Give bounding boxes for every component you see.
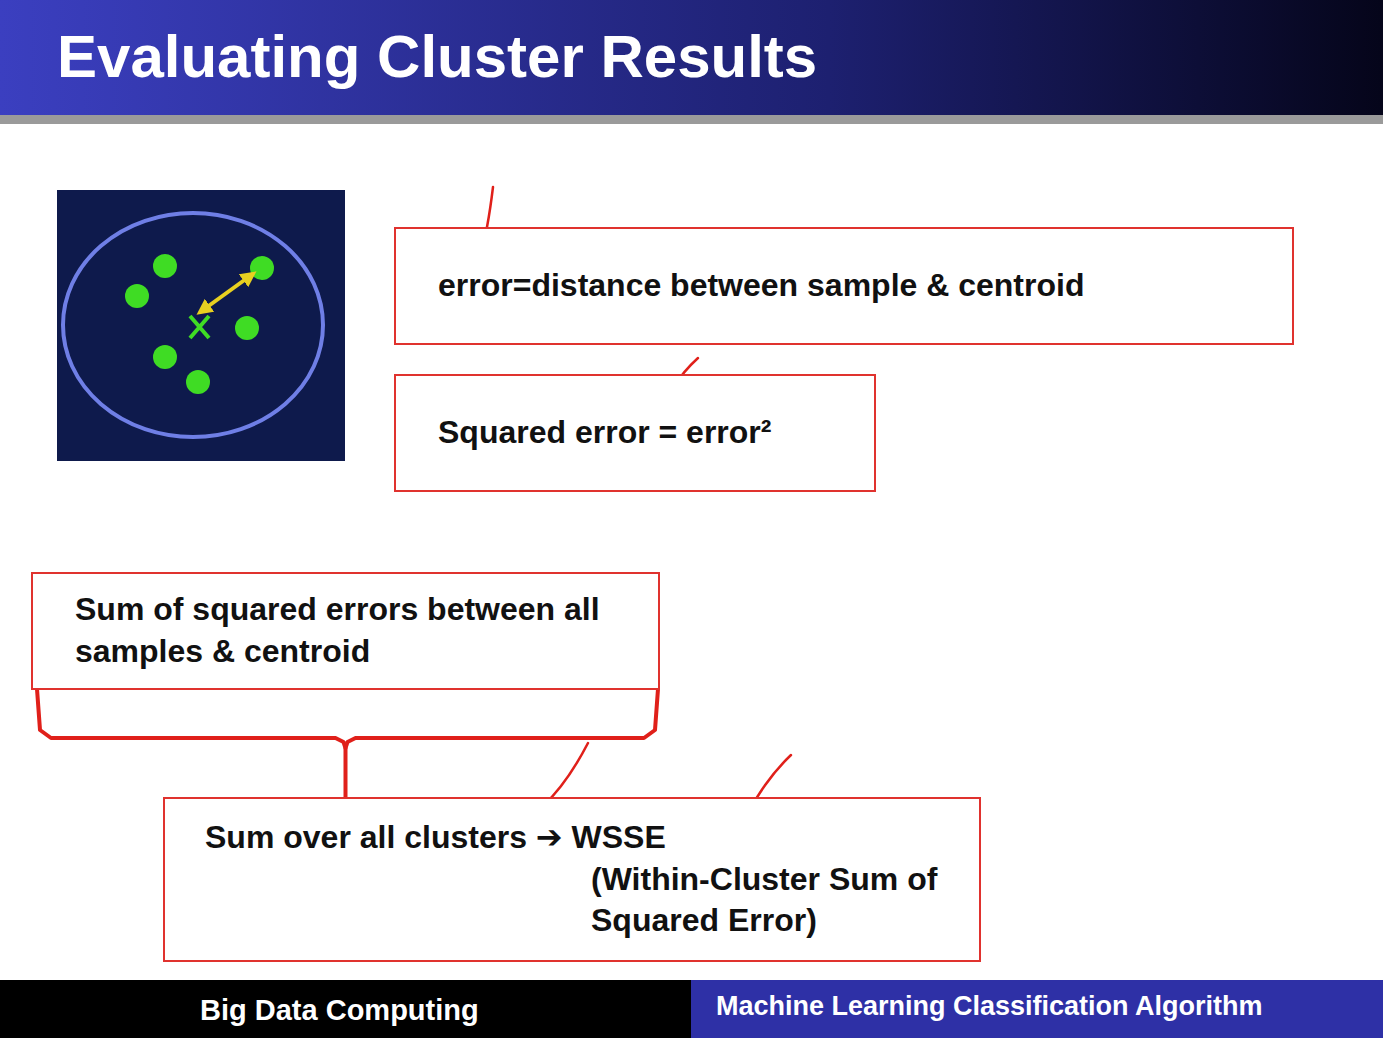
sample-dot [235,316,259,340]
cluster-illustration [57,190,345,461]
sample-dot [186,370,210,394]
title-shadow [0,115,1383,124]
text-box: Sum over all clusters ➔ WSSE(Within-Clus… [163,797,981,962]
footer-right-bar [691,980,1383,1038]
text-box: Sum of squared errors between all sample… [31,572,660,690]
distance-arrow [203,276,250,310]
sample-dot [250,256,274,280]
illustration-ground [57,190,345,461]
title-bar [0,0,1383,115]
footer-left-bar [0,980,691,1038]
box-text: Sum over all clusters ➔ WSSE [205,817,959,859]
footer-label: Big Data Computing [200,994,479,1027]
bracket-stroke [37,689,346,797]
bracket-connector [37,689,658,797]
cluster-outline [63,213,323,437]
box-text: error=distance between sample & centroid [438,265,1272,307]
box-text: Squared error = error² [438,412,854,454]
sample-dot [153,345,177,369]
bracket-stroke [346,689,659,748]
text-box: Squared error = error² [394,374,876,492]
slide-title: Evaluating Cluster Results [57,22,817,91]
box-text: Sum of squared errors between all sample… [75,589,635,672]
sample-dots [125,254,274,394]
footer-label: Machine Learning Classification Algorith… [716,991,1263,1022]
text-box: error=distance between sample & centroid [394,227,1294,345]
centroid-mark [190,316,209,338]
sample-dot [153,254,177,278]
sample-dot [125,284,149,308]
box-subtext: (Within-Cluster Sum of Squared Error) [591,859,959,942]
